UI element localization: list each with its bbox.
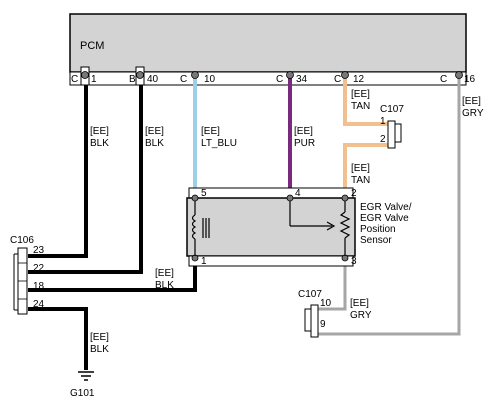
c106-pin-18: 18 [33,281,45,292]
pcm-pin-num-2: 40 [147,74,159,85]
label-pur-color: PUR [294,138,315,149]
label-gry-right-code: [EE] [462,96,481,107]
c107-top-pin1: 1 [380,116,386,127]
c106-pin-22: 22 [33,263,45,274]
wire-blk-sensor [28,262,197,292]
sensor-label-4: Sensor [360,235,392,246]
label-blk1-color: BLK [90,138,109,149]
wire-blk-ground [28,307,88,370]
sensor-top-strip [188,187,354,199]
sensor-pin-4: 4 [295,188,301,199]
pcm-pin-num-1: 1 [91,74,97,85]
c107-top-connector [387,120,402,149]
c107-bottom-pin10: 10 [320,298,332,309]
solenoid-coil-icon [191,201,210,256]
wire-blk-pin1 [28,74,88,258]
c107-bottom-name: C107 [298,289,322,300]
pcm-pin-conn-5: C [334,74,341,85]
label-tan-top-color: TAN [351,101,370,112]
pcm-pin-num-5: 12 [353,74,365,85]
pcm-pin-num-3: 10 [204,74,216,85]
wire-blk-pin40 [28,74,143,274]
wire-tan-bottom [343,143,394,196]
ground-icon [78,371,94,381]
ground-label: G101 [70,388,95,399]
label-gry-bottom-code: [EE] [350,298,369,309]
sensor-pin-2: 2 [351,188,357,199]
wire-gry-right [318,74,461,336]
sensor-label-2: EGR Valve [360,213,409,224]
label-blk1-code: [EE] [90,126,109,137]
label-gry-bottom-color: GRY [350,310,372,321]
label-blk-sensor-color: BLK [155,280,174,291]
label-tan-bottom-code: [EE] [351,163,370,174]
label-ltblu-color: LT_BLU [201,138,237,149]
c106-name: C106 [10,235,34,246]
pcm-pin-strip [69,71,467,86]
sensor-pin-3: 3 [351,256,357,267]
egr-sensor-body [186,197,356,257]
potentiometer-icon [289,201,351,256]
label-blk40-code: [EE] [145,126,164,137]
c107-bottom-pin9: 9 [320,319,326,330]
wire-tan-top [343,74,394,126]
c106-pin-23: 23 [33,245,45,256]
label-blk-ground-color: BLK [90,344,109,355]
label-pur-code: [EE] [294,126,313,137]
c107-top-name: C107 [380,104,404,115]
c106-pin-24: 24 [33,299,45,310]
sensor-label-1: EGR Valve/ [360,202,412,213]
label-blk-sensor-code: [EE] [155,268,174,279]
pcm-pin-conn-2: B [129,74,136,85]
sensor-bottom-strip [188,255,354,267]
label-blk-ground-code: [EE] [90,332,109,343]
c106-connector [13,247,28,315]
label-tan-top-code: [EE] [351,89,370,100]
sensor-pin-1: 1 [201,256,207,267]
pcm-pin-num-6: 16 [464,74,476,85]
label-ltblu-code: [EE] [201,126,220,137]
pcm-pin-conn-4: C [276,74,283,85]
label-blk40-color: BLK [145,138,164,149]
pcm-box [69,13,467,73]
pcm-terminals [80,66,463,86]
pcm-pin-conn-1: C [71,74,78,85]
c107-top-pin2: 2 [380,134,386,145]
wire-gry-bottom [318,262,347,311]
sensor-label-3: Position [360,224,396,235]
c107-bottom-connector [304,304,319,338]
pcm-pin-conn-3: C [180,74,187,85]
label-gry-right-color: GRY [462,108,484,119]
label-tan-bottom-color: TAN [351,175,370,186]
pcm-pin-num-4: 34 [296,74,308,85]
pcm-title: PCM [80,40,104,52]
pcm-pin-conn-6: C [440,74,447,85]
sensor-pin-5: 5 [201,188,207,199]
